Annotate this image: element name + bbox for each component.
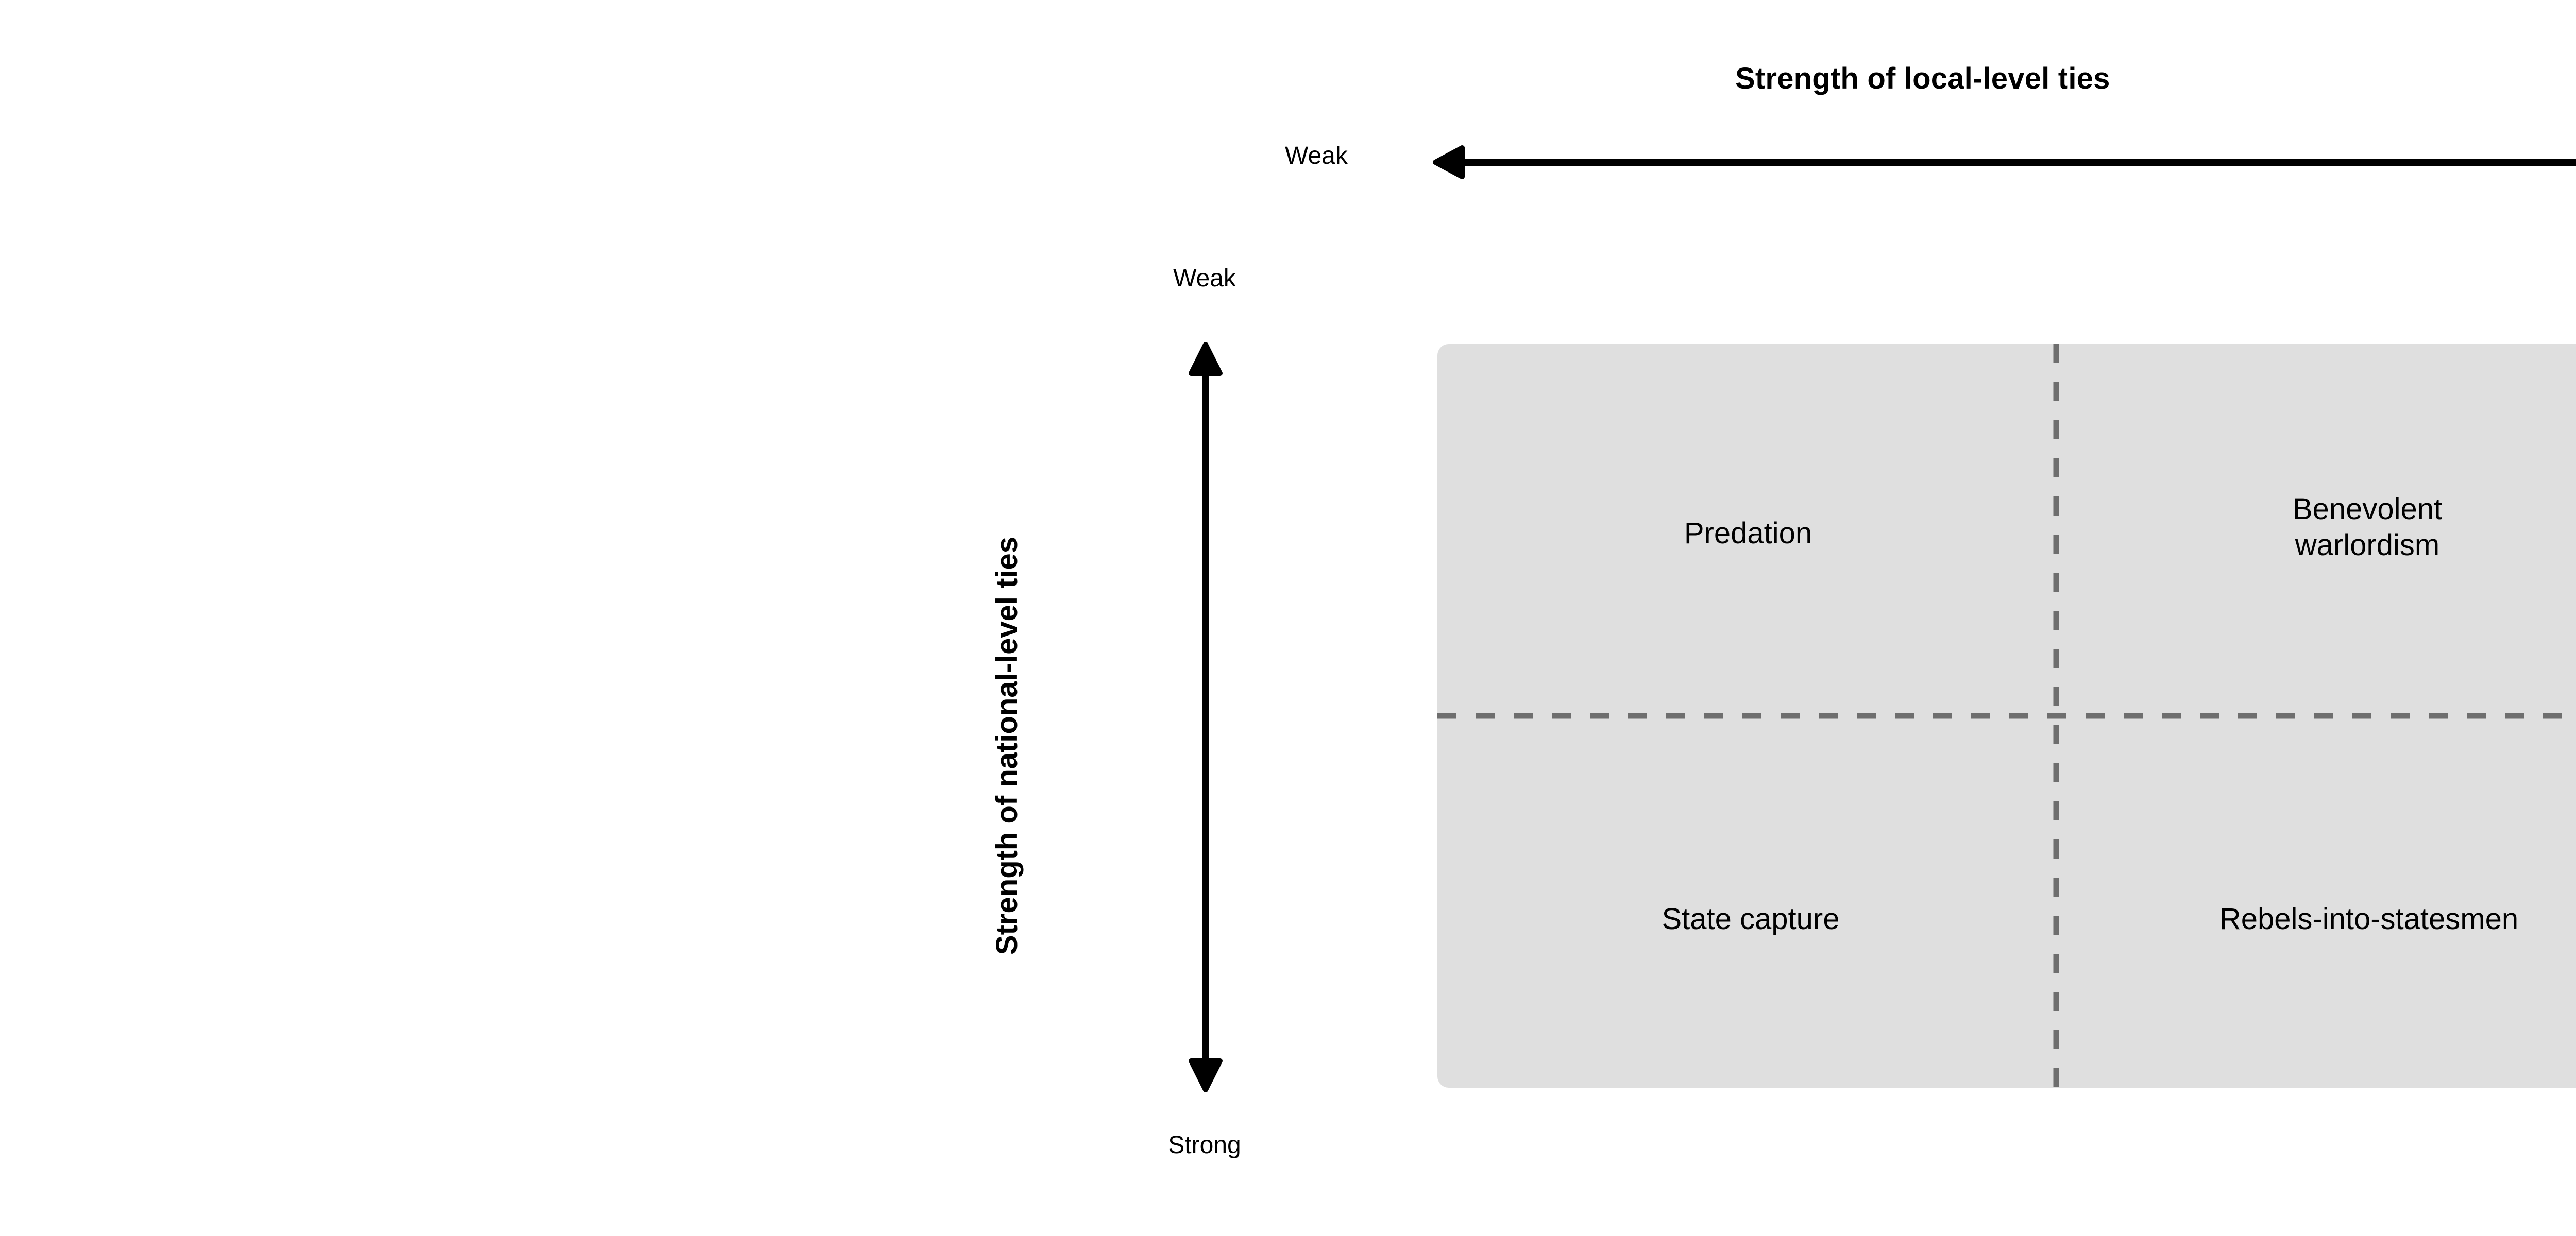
vertical-double-arrow-icon: [1189, 342, 1223, 1092]
quadrant-bottom-right-label: Rebels-into-statesmen: [2219, 902, 2519, 936]
quadrant-bottom-right: Rebels-into-statesmen: [2057, 716, 2576, 1088]
quadrant-top-left-label: Predation: [1684, 517, 1812, 551]
quadrant-top-left: Predation: [1437, 344, 2056, 716]
x-axis-weak-label: Weak: [1285, 142, 1348, 169]
y-axis-strong-label: Strong: [1168, 1131, 1241, 1159]
x-axis-title: Strength of local-level ties: [1735, 62, 2110, 95]
quadrant-bottom-left-label: State capture: [1662, 902, 1840, 936]
horizontal-double-arrow-icon: [1433, 145, 2576, 179]
quadrant-top-right: Benevolent warlordism: [2057, 344, 2576, 716]
y-axis-title: Strength of national-level ties: [990, 536, 1024, 955]
quadrant-top-right-label: Benevolent warlordism: [2292, 492, 2443, 562]
quadrant-panel: Predation Benevolent warlordism State ca…: [1437, 344, 2576, 1088]
y-axis-weak-label: Weak: [1173, 265, 1236, 292]
quadrant-bottom-left: State capture: [1437, 716, 2056, 1088]
